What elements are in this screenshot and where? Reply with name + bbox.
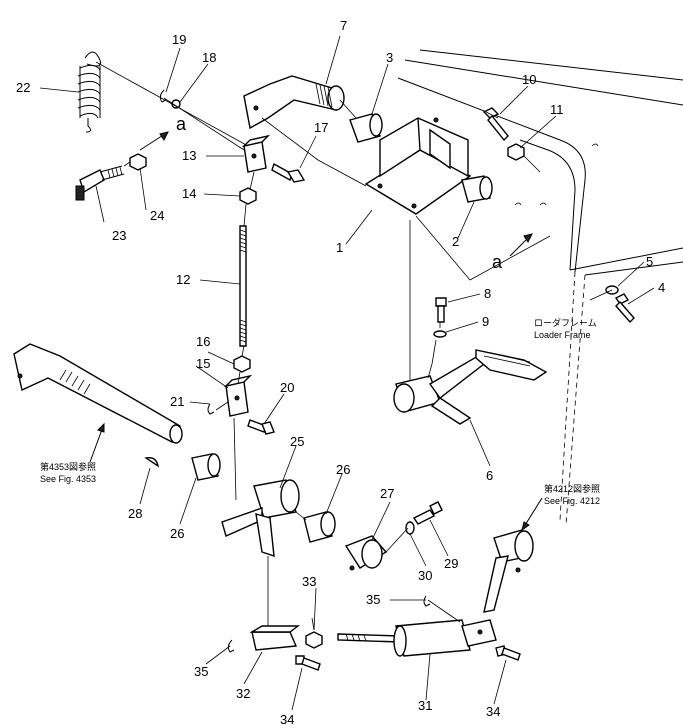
bracket-part-1: [364, 117, 472, 215]
shaft-fig-4353: [13, 343, 183, 444]
bolt-part-17: [271, 162, 306, 183]
label-8: 8: [484, 286, 491, 301]
label-35-left: 35: [194, 664, 208, 679]
callout-arrows: [89, 131, 543, 532]
loader-frame-outline: [397, 49, 683, 526]
washer-part-9: [433, 330, 447, 338]
label-1: 1: [336, 240, 343, 255]
lever-shaft-part-7: [243, 75, 345, 130]
assembly-lines: [95, 61, 613, 631]
nut-part-16: [233, 355, 251, 373]
bolt-part-29: [412, 501, 443, 525]
pin-part-35-left: [227, 639, 235, 653]
ref-4353-en: See Fig. 4353: [40, 474, 96, 484]
label-5: 5: [646, 254, 653, 269]
leader-lines: [39, 35, 655, 711]
label-17: 17: [314, 120, 328, 135]
label-14: 14: [182, 186, 196, 201]
nut-part-24: [129, 153, 147, 171]
label-32: 32: [236, 686, 250, 701]
bushing-part-3: [349, 113, 383, 143]
part-number-labels: 22 19 18 a 13 17 14 12 16 15 21 20 23 24…: [16, 18, 665, 726]
label-3: 3: [386, 50, 393, 65]
label-33: 33: [302, 574, 316, 589]
bolt-part-8: [435, 297, 447, 323]
label-23: 23: [112, 228, 126, 243]
label-15: 15: [196, 356, 210, 371]
label-13: 13: [182, 148, 196, 163]
clevis-part-13: [241, 134, 271, 173]
label-26-right: 26: [336, 462, 350, 477]
label-9: 9: [482, 314, 489, 329]
label-22: 22: [16, 80, 30, 95]
spring-part-22: [77, 51, 101, 133]
bushing-part-26-left: [191, 453, 221, 481]
ref-4212-jp: 第4212図参照: [544, 483, 600, 494]
label-30: 30: [418, 568, 432, 583]
label-26-left: 26: [170, 526, 184, 541]
label-28: 28: [128, 506, 142, 521]
label-24: 24: [150, 208, 164, 223]
label-35-right: 35: [366, 592, 380, 607]
rod-part-12: [239, 225, 247, 347]
bolt-part-20: [247, 419, 275, 435]
block-part-32: [249, 625, 301, 651]
lever-part-25: [221, 479, 300, 558]
bolt-part-10: [482, 107, 509, 142]
label-11: 11: [550, 102, 564, 117]
label-34-left: 34: [280, 712, 294, 726]
callout-a-left: a: [176, 114, 187, 134]
bolt-part-4: [614, 293, 635, 324]
label-4: 4: [658, 280, 665, 295]
ref-4353-jp: 第4353図参照: [40, 461, 96, 472]
loader-frame-en: Loader Frame: [534, 330, 591, 340]
callout-a-right: a: [492, 252, 503, 272]
label-27: 27: [380, 486, 394, 501]
ref-4212-en: See Fig. 4212: [544, 496, 600, 506]
label-7: 7: [340, 18, 347, 33]
pin-part-35-right: [423, 595, 431, 607]
rod-part-31: [337, 619, 497, 657]
bolt-part-34-left: [295, 655, 321, 671]
rod-end-part-23: [75, 165, 125, 201]
lever-fig-4212: [483, 529, 534, 613]
label-25: 25: [290, 434, 304, 449]
label-10: 10: [522, 72, 536, 87]
reference-notes: ローダフレーム Loader Frame 第4353図参照 See Fig. 4…: [40, 317, 600, 506]
nut-part-33: [305, 631, 323, 649]
bushing-part-2: [461, 175, 493, 203]
label-20: 20: [280, 380, 294, 395]
lever-part-27: [344, 535, 388, 571]
bushing-part-26-right: [303, 511, 336, 543]
bolt-part-34-right: [495, 645, 521, 661]
pin-part-19: [159, 89, 167, 103]
label-16: 16: [196, 334, 210, 349]
pin-part-21: [207, 403, 215, 415]
label-34-right: 34: [486, 704, 500, 719]
label-18: 18: [202, 50, 216, 65]
label-2: 2: [452, 234, 459, 249]
label-19: 19: [172, 32, 186, 47]
label-21: 21: [170, 394, 184, 409]
key-part-28: [144, 456, 160, 468]
pedal-part-6: [393, 349, 548, 425]
label-29: 29: [444, 556, 458, 571]
label-31: 31: [418, 698, 432, 713]
label-12: 12: [176, 272, 190, 287]
label-6: 6: [486, 468, 493, 483]
loader-frame-jp: ローダフレーム: [534, 317, 597, 328]
nut-part-14: [239, 187, 257, 205]
washer-part-30: [405, 521, 415, 535]
